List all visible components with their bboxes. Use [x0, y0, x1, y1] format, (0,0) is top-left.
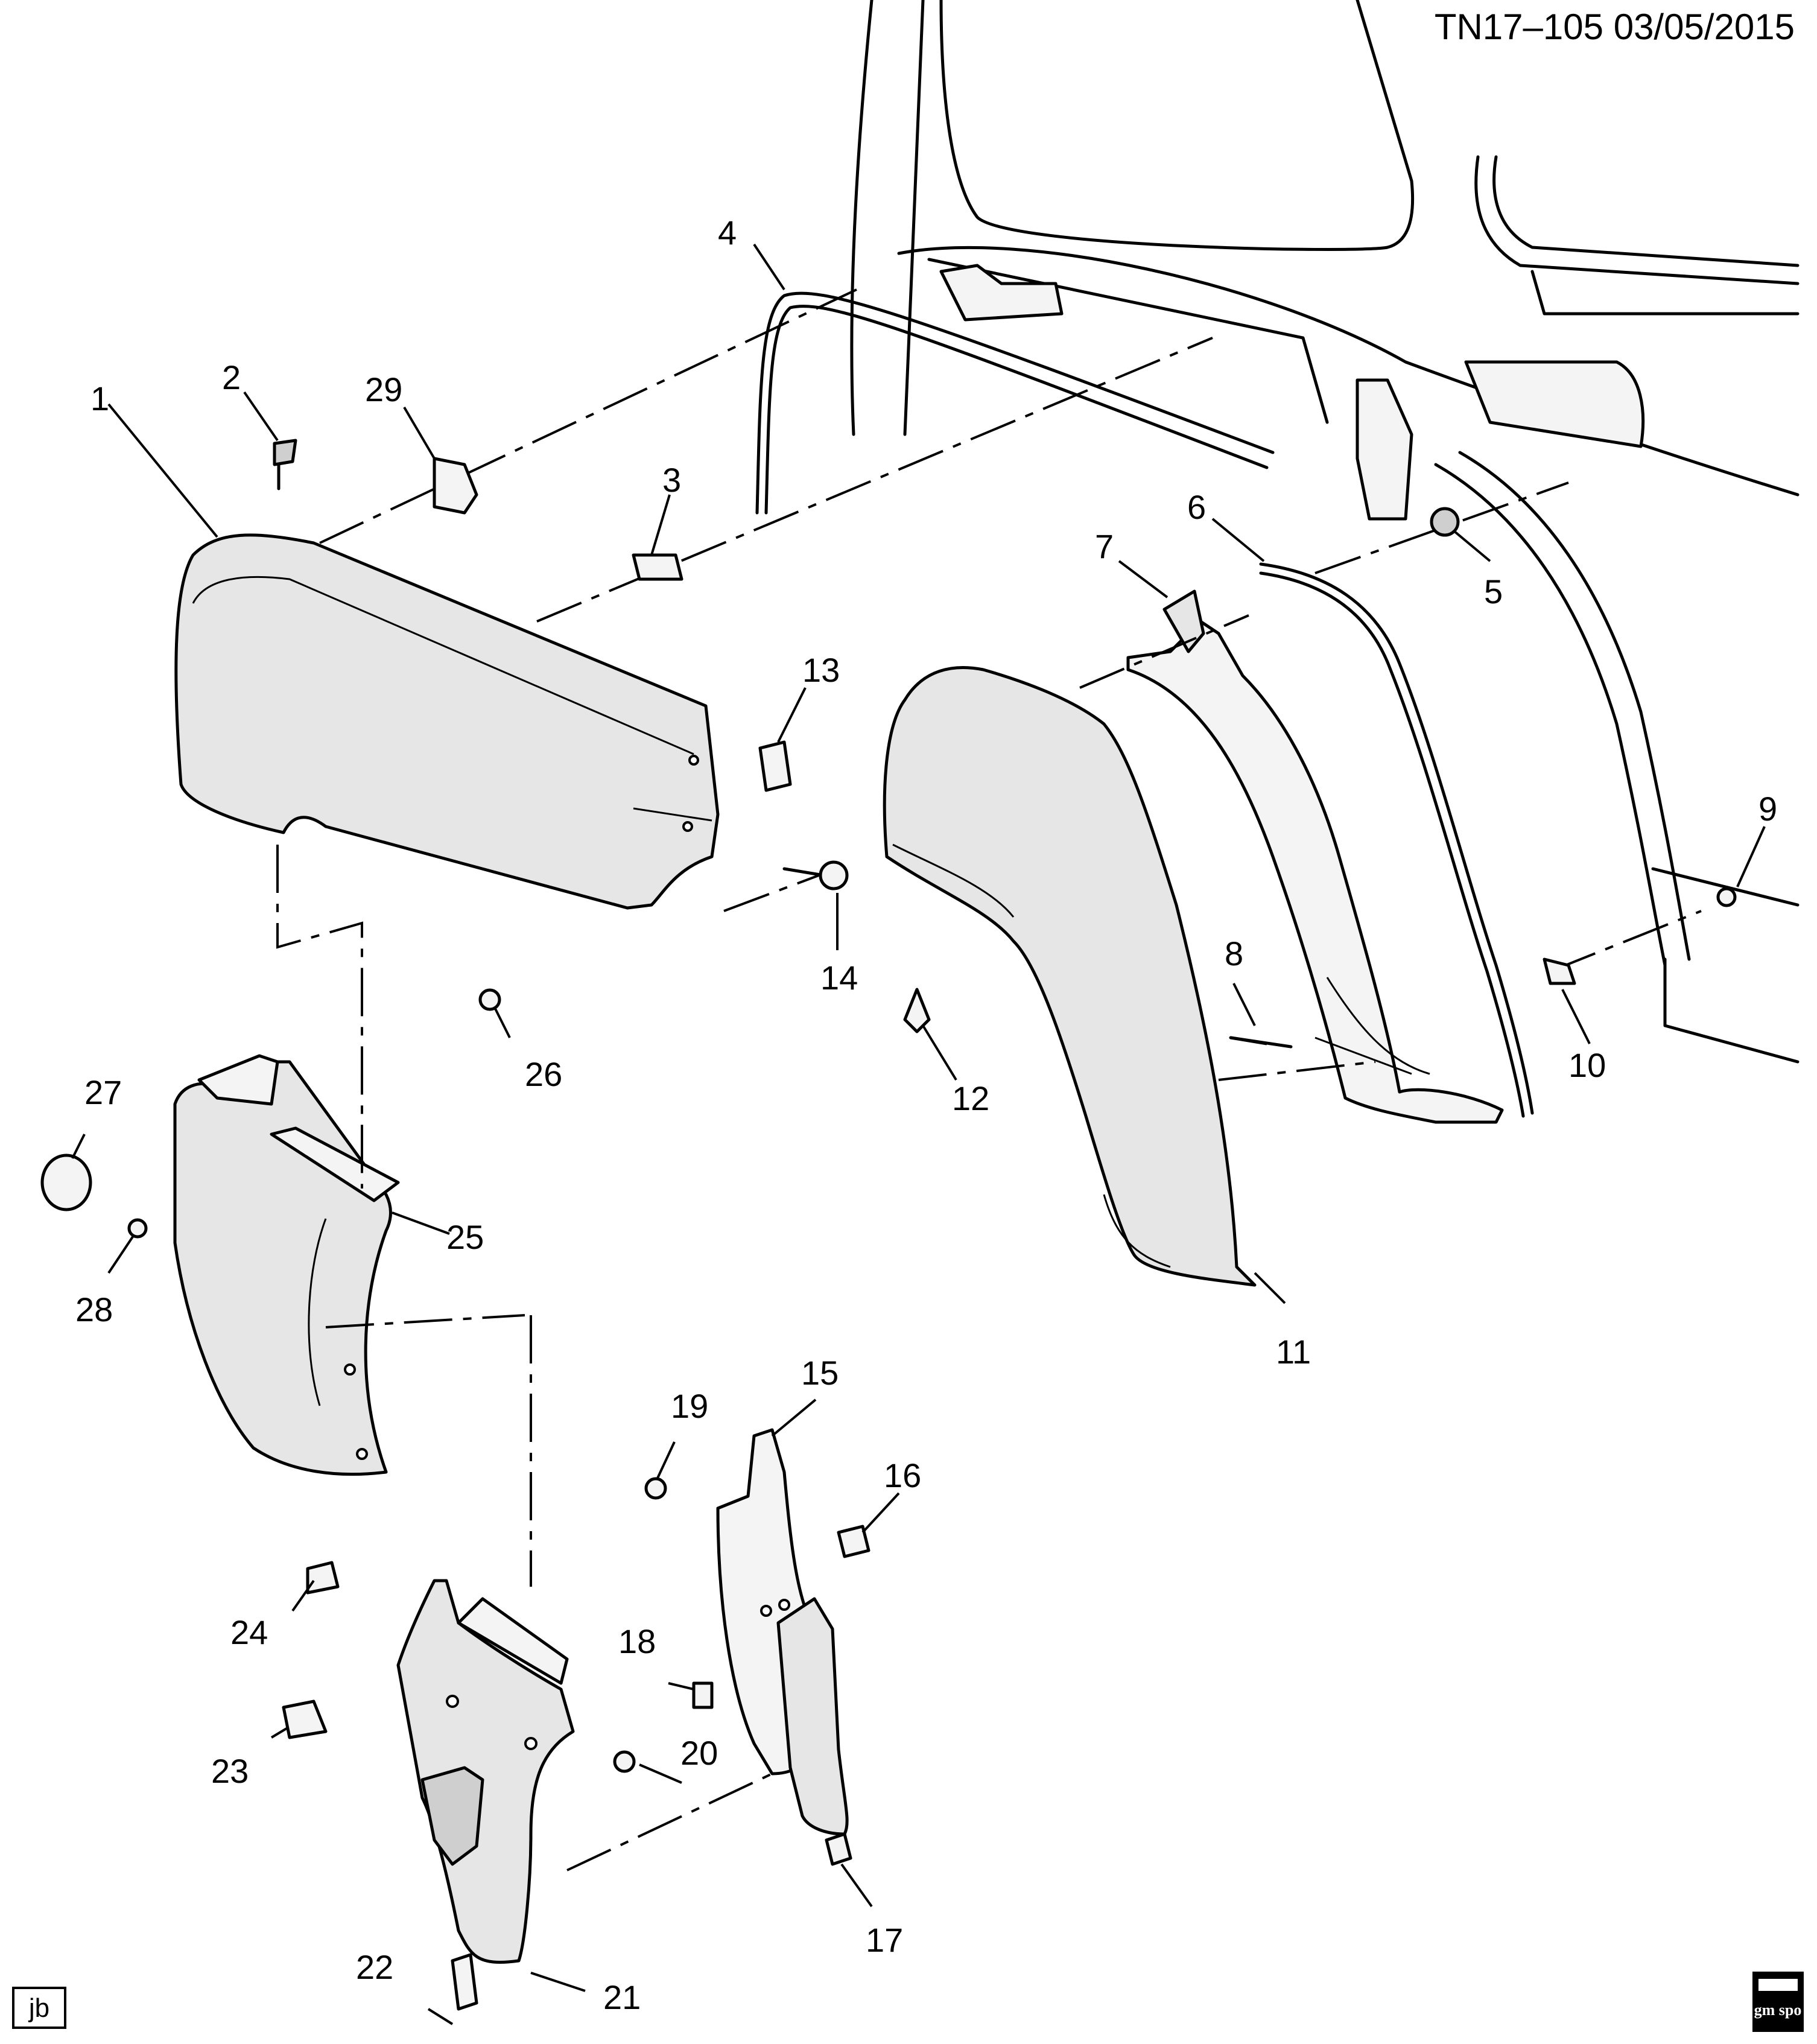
callout-11: 11 — [1276, 1333, 1311, 1371]
callout-18: 18 — [618, 1622, 656, 1660]
callout-6: 6 — [1187, 488, 1206, 526]
callout-4: 4 — [718, 214, 737, 252]
callout-labels: 1 2 3 4 5 6 7 8 9 10 11 12 13 14 15 16 1… — [75, 214, 1777, 2016]
push-pin-icon — [1430, 507, 1460, 537]
callout-22: 22 — [356, 1948, 393, 1986]
part-21-bracket — [396, 1579, 575, 1964]
callout-27: 27 — [84, 1073, 122, 1111]
callout-28: 28 — [75, 1290, 113, 1328]
callout-24: 24 — [230, 1613, 268, 1651]
callout-9: 9 — [1758, 790, 1777, 828]
callout-3: 3 — [662, 461, 681, 499]
part-7-liner — [1126, 589, 1504, 1124]
part-11-fender-flare-lower — [883, 666, 1257, 1287]
callout-13: 13 — [802, 651, 840, 689]
callout-29: 29 — [365, 370, 402, 408]
fastener-icon — [127, 887, 1737, 1239]
callout-25: 25 — [446, 1218, 484, 1256]
callout-14: 14 — [820, 959, 858, 997]
diagram-reference: TN17–105 03/05/2015 — [1435, 7, 1795, 47]
bolt-icon — [782, 860, 849, 890]
reference-dash-lines — [276, 288, 1702, 1871]
callout-leader-lines — [71, 243, 1766, 2025]
callout-20: 20 — [680, 1734, 718, 1772]
callout-15: 15 — [801, 1354, 839, 1392]
callout-10: 10 — [1568, 1046, 1606, 1084]
part-25-fender-extension — [173, 1054, 400, 1476]
callout-16: 16 — [884, 1456, 921, 1494]
illustrator-initials: jb — [28, 1993, 49, 2023]
push-retainer-icon — [282, 1477, 870, 2011]
callout-8: 8 — [1225, 935, 1243, 973]
illustrator-badge: jb — [12, 1987, 66, 2029]
callout-7: 7 — [1095, 527, 1114, 565]
callout-21: 21 — [603, 1978, 641, 2016]
callout-12: 12 — [952, 1079, 989, 1117]
callout-5: 5 — [1484, 573, 1503, 611]
nut-icon — [758, 740, 792, 792]
callout-26: 26 — [525, 1055, 562, 1093]
retainer-icon — [632, 553, 683, 581]
screw-icon — [273, 439, 297, 490]
part-6-seal — [1259, 562, 1534, 1118]
clip-icon — [433, 457, 478, 515]
callout-19: 19 — [671, 1387, 708, 1425]
callout-2: 2 — [222, 358, 241, 396]
callout-1: 1 — [90, 379, 109, 417]
gm-spo-logo: gm spo — [1752, 1972, 1804, 2032]
logo-text: gm spo — [1754, 2001, 1802, 2019]
vehicle-body — [850, 0, 1800, 1064]
callout-17: 17 — [866, 1921, 903, 1959]
part-4-weatherstrip — [755, 291, 1275, 515]
rivet-icon — [903, 988, 1293, 1049]
callout-23: 23 — [211, 1752, 249, 1790]
grommet-icon — [40, 1154, 92, 1211]
part-15-mud-guard-bracket — [716, 1428, 849, 1836]
part-1-fender-flare-upper — [174, 533, 720, 910]
